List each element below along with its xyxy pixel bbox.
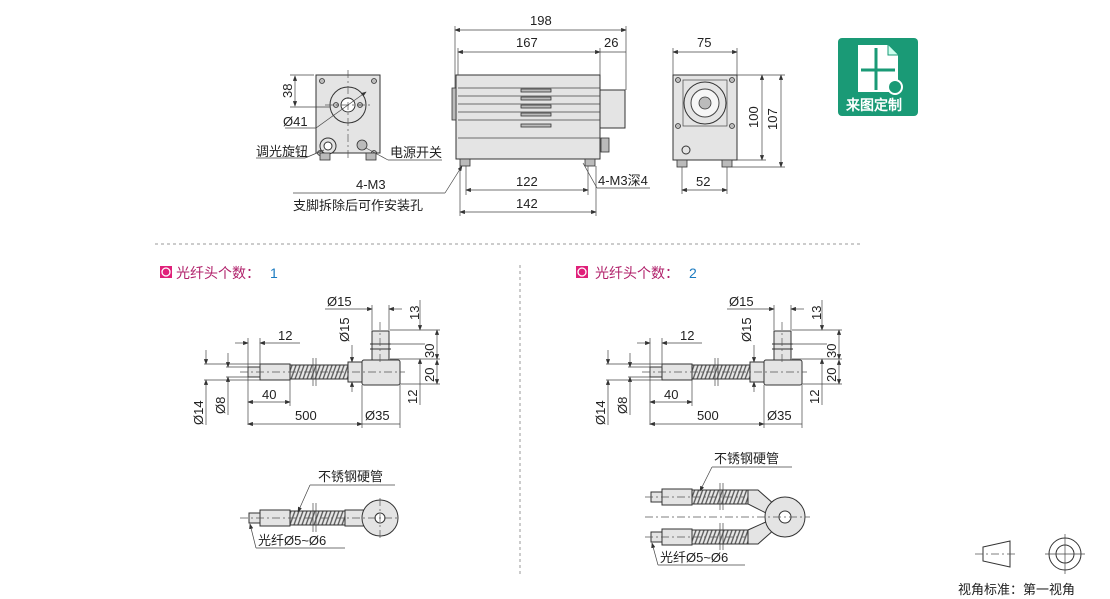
dim-38: 38 xyxy=(280,84,295,98)
fiber-section-2: 光纤头个数： 2 xyxy=(576,265,697,281)
front-view: 38 Ø41 调光旋钮 电源开关 4-M3 支脚拆除后可作安装孔 xyxy=(256,70,463,213)
dim-d35: Ø35 xyxy=(767,408,792,423)
dim-d8: Ø8 xyxy=(213,397,228,414)
power-switch-icon xyxy=(356,139,368,151)
projection-standard-label: 视角标准：第一视角 xyxy=(958,582,1075,597)
dim-d8: Ø8 xyxy=(615,397,630,414)
fiber-top-view-2: 不锈钢硬管 光纤Ø5~Ø6 xyxy=(645,451,810,566)
dim-500: 500 xyxy=(295,408,317,423)
dim-d15-side: Ø15 xyxy=(739,317,754,342)
dim-d15-top: Ø15 xyxy=(327,294,352,309)
side-view: 198 167 26 122 142 4-M3深4 xyxy=(451,13,650,216)
dim-d41: Ø41 xyxy=(283,114,308,129)
dim-12-h: 12 xyxy=(278,328,292,343)
dim-52: 52 xyxy=(696,174,710,189)
label-fiber-diameter: 光纤Ø5~Ø6 xyxy=(660,550,728,565)
label-4-m3: 4-M3 xyxy=(356,177,386,192)
dim-142: 142 xyxy=(516,196,538,211)
fiber-top-view-1: 不锈钢硬管 光纤Ø5~Ø6 xyxy=(240,469,400,549)
dim-122: 122 xyxy=(516,174,538,189)
dim-167: 167 xyxy=(516,35,538,50)
rear-view: 75 100 107 52 xyxy=(672,35,785,194)
dim-198: 198 xyxy=(530,13,552,28)
dim-500: 500 xyxy=(697,408,719,423)
dim-100: 100 xyxy=(746,106,761,128)
dim-d15-side: Ø15 xyxy=(337,317,352,342)
dim-30: 30 xyxy=(422,344,437,358)
dim-13: 13 xyxy=(407,306,422,320)
first-angle-projection-icon xyxy=(975,534,1085,574)
dim-40: 40 xyxy=(262,387,276,402)
fiber-dims-1: Ø15 13 30 20 12 Ø15 12 40 500 Ø35 Ø14 Ø8 xyxy=(191,294,440,428)
label-mount-holes: 支脚拆除后可作安装孔 xyxy=(293,198,423,213)
label-power-switch: 电源开关 xyxy=(390,145,442,160)
dim-13: 13 xyxy=(809,306,824,320)
section-title: 光纤头个数： xyxy=(595,265,679,281)
dim-d35: Ø35 xyxy=(365,408,390,423)
fiber-count: 2 xyxy=(689,265,697,281)
dim-26: 26 xyxy=(604,35,618,50)
fiber-section-1: 光纤头个数： 1 xyxy=(160,265,278,281)
label-stainless-tube: 不锈钢硬管 xyxy=(318,469,383,484)
dimmer-knob-icon xyxy=(319,137,337,155)
label-stainless-tube: 不锈钢硬管 xyxy=(714,451,779,466)
dim-d14: Ø14 xyxy=(593,400,608,425)
custom-drawing-logo[interactable]: 来图定制 xyxy=(838,38,918,116)
fiber-side-view-2 xyxy=(642,322,807,386)
vent-slots xyxy=(520,88,552,128)
dim-75: 75 xyxy=(697,35,711,50)
fiber-count: 1 xyxy=(270,265,278,281)
fiber-side-view-1 xyxy=(240,322,405,386)
dim-12-v: 12 xyxy=(807,390,822,404)
label-4-m3-depth-4: 4-M3深4 xyxy=(598,173,648,188)
fiber-dims-2: Ø15 13 30 20 12 Ø15 12 40 500 Ø35 xyxy=(593,294,842,428)
dim-d14: Ø14 xyxy=(191,400,206,425)
dim-d15-top: Ø15 xyxy=(729,294,754,309)
dim-12-v: 12 xyxy=(405,390,420,404)
section-title: 光纤头个数： xyxy=(176,265,260,281)
dim-12-h: 12 xyxy=(680,328,694,343)
label-fiber-diameter: 光纤Ø5~Ø6 xyxy=(258,533,326,548)
dim-107: 107 xyxy=(765,108,780,130)
logo-label: 来图定制 xyxy=(845,97,902,113)
dim-40: 40 xyxy=(664,387,678,402)
dim-20: 20 xyxy=(824,368,839,382)
label-dimmer-knob: 调光旋钮 xyxy=(256,144,308,159)
dim-30: 30 xyxy=(824,344,839,358)
dim-20: 20 xyxy=(422,368,437,382)
